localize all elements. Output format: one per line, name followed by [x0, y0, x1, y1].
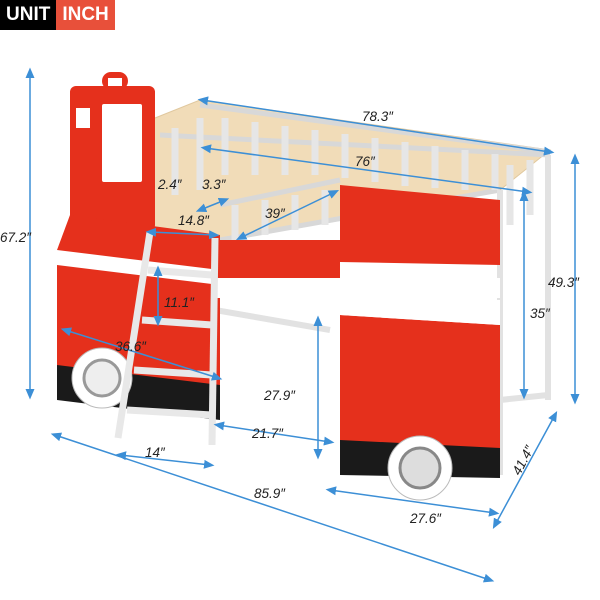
dim-top-length: 78.3″ [362, 109, 394, 124]
dim-under-clearance: 27.9″ [263, 388, 296, 403]
dim-total-height: 67.2″ [0, 230, 32, 245]
dim-bed-height: 35″ [530, 306, 551, 321]
unit-label: UNIT [0, 0, 57, 30]
dim-opening-width: 14.8″ [178, 213, 210, 228]
dim-total-width: 41.4″ [509, 442, 537, 478]
unit-value: INCH [56, 0, 115, 30]
dim-rail-gap-b: 3.3″ [202, 177, 227, 192]
dim-inner-width: 39″ [265, 206, 286, 221]
unit-badge: UNIT INCH [0, 0, 115, 30]
dim-rail-gap-a: 2.4″ [157, 177, 183, 192]
dim-inner-length: 76″ [355, 154, 376, 169]
dim-ladder-offset: 14″ [145, 445, 166, 460]
dim-under-depth: 21.7″ [251, 426, 284, 441]
dim-end-panel-width: 27.6″ [409, 511, 442, 526]
truck-cab [70, 72, 155, 231]
dim-ladder-step: 11.1″ [164, 295, 195, 310]
dim-total-length: 85.9″ [254, 486, 286, 501]
dimension-lines [25, 67, 580, 583]
truck-rear-panel [340, 185, 500, 501]
dim-side-height: 49.3″ [548, 275, 580, 290]
dim-ladder-length: 36.6″ [115, 339, 147, 354]
